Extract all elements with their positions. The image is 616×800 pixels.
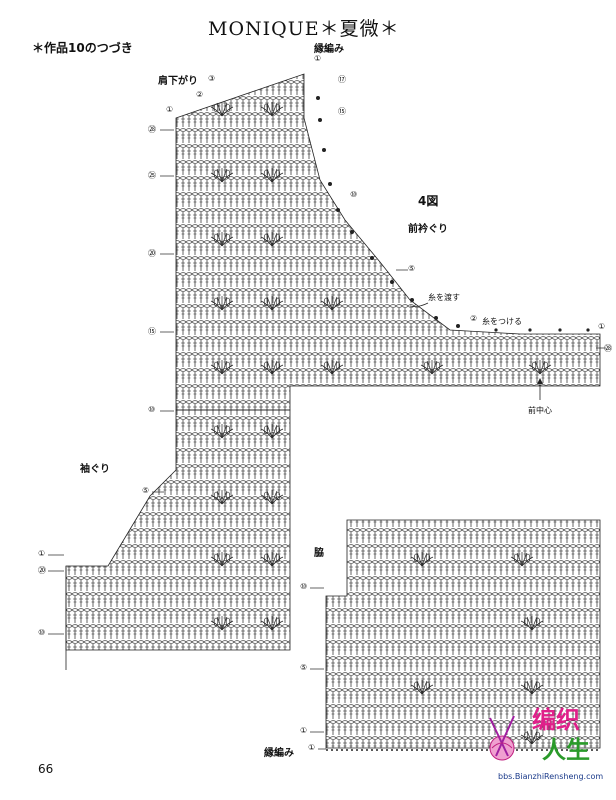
- label-shoulder-drop: 肩下がり: [158, 76, 198, 87]
- side-body-section: [325, 519, 601, 749]
- row-marker-15-top: ⑮: [338, 107, 346, 116]
- label-pass-yarn: 糸を渡す: [428, 293, 460, 302]
- label-armhole: 袖ぐり: [80, 464, 110, 475]
- row-marker-arrows: [48, 129, 606, 750]
- row-marker-28-right: ㉘: [604, 344, 612, 353]
- label-attach-yarn: 糸をつける: [482, 317, 522, 326]
- continuation-note: ＊作品10のつづき: [32, 41, 133, 55]
- row-marker-5: ⑤: [142, 486, 150, 495]
- neckline-stitches: [316, 96, 590, 332]
- row-marker-2-shoulder: ②: [196, 90, 204, 99]
- label-side: 脇: [314, 548, 324, 559]
- label-figure-number: 4図: [418, 194, 439, 208]
- row-marker-25: ㉕: [148, 171, 156, 180]
- row-marker-1-shoulder: ①: [166, 105, 174, 114]
- row-marker-2-neck: ②: [470, 314, 478, 323]
- armhole-section: [65, 409, 291, 651]
- yarn-ball-icon: [489, 715, 515, 761]
- row-marker-3-shoulder: ③: [208, 74, 216, 83]
- label-border-knit-top: 縁編み: [314, 44, 344, 55]
- label-front-center: 前中心: [528, 406, 552, 415]
- page-title: MONIQUE＊夏微＊: [208, 18, 400, 40]
- front-center-arrowhead: [537, 378, 543, 384]
- row-marker-1-right: ①: [598, 322, 606, 331]
- row-marker-1-border: ①: [308, 743, 316, 752]
- row-marker-1-top: ①: [314, 54, 322, 63]
- row-marker-10-side: ⑩: [300, 582, 308, 591]
- watermark-url: bbs.BianzhiRensheng.com: [498, 772, 604, 781]
- label-border-knit-bottom: 縁編み: [264, 748, 294, 759]
- row-marker-15: ⑮: [148, 327, 156, 336]
- page-number: 66: [38, 762, 54, 776]
- row-marker-1-side: ①: [300, 726, 308, 735]
- row-marker-5-side: ⑤: [300, 663, 308, 672]
- row-marker-1-left: ①: [38, 549, 46, 558]
- row-marker-10: ⑩: [148, 405, 156, 414]
- row-marker-20: ⑳: [148, 249, 156, 258]
- row-marker-17-top: ⑰: [338, 75, 346, 84]
- row-marker-5-neck: ⑤: [408, 264, 416, 273]
- watermark-text-top: 编织: [532, 706, 580, 734]
- row-marker-28: ㉘: [148, 125, 156, 134]
- watermark-logo: 编织 人生 bbs.BianzhiRensheng.com: [462, 696, 612, 792]
- pass-yarn-arrow: [409, 302, 429, 307]
- row-marker-10-left: ⑩: [38, 628, 46, 637]
- front-yoke-body: [175, 73, 601, 411]
- watermark-text-bottom: 人生: [542, 736, 590, 764]
- label-front-neckline: 前衿ぐり: [408, 224, 448, 235]
- row-marker-10-neck: ⑩: [350, 190, 358, 199]
- row-marker-20-left: ⑳: [38, 566, 46, 575]
